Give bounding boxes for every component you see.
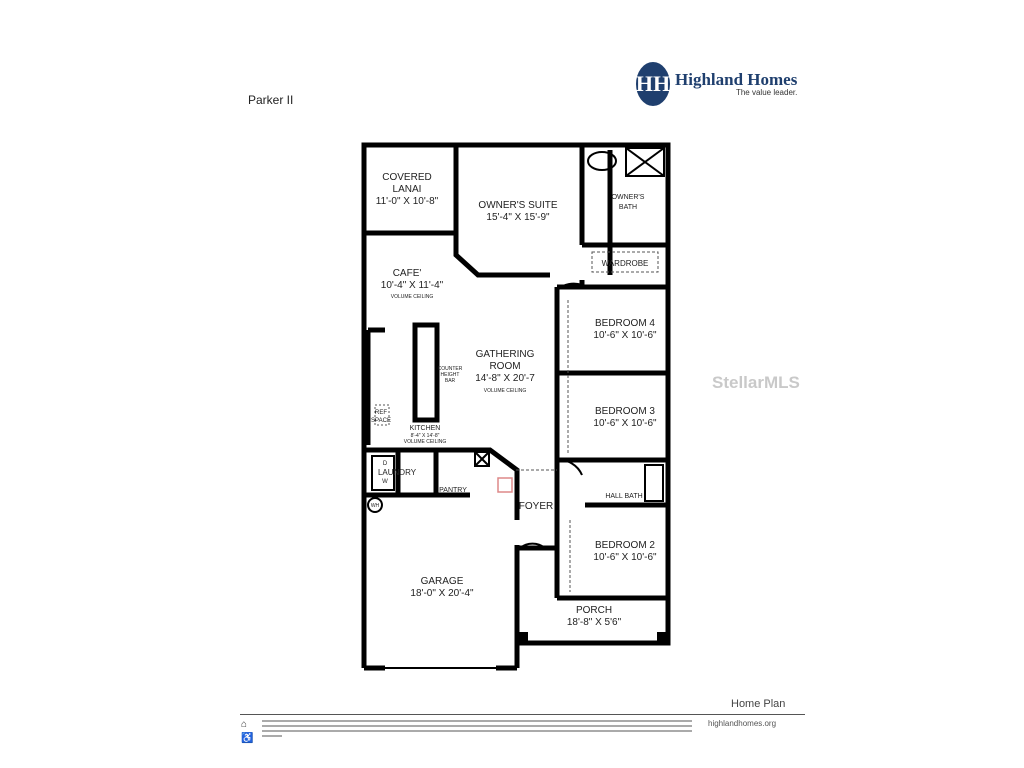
laundry-label: LAUNDRY: [378, 468, 417, 477]
ref-label: REF: [375, 410, 387, 416]
wardrobe-label: WARDROBE: [602, 259, 649, 268]
cafe-label: CAFE': [393, 268, 422, 279]
gathering-size: 14'-8" X 20'-7: [475, 373, 535, 384]
owners-bath-label: OWNER'S: [612, 194, 645, 201]
owners-suite-size: 15'-4" X 15'-9": [486, 212, 550, 223]
logo-monogram: HH: [636, 62, 670, 106]
bedroom4-size: 10'-6" X 10'-6": [593, 330, 657, 341]
washer-label: W: [382, 479, 388, 485]
owners-bath-label-2: BATH: [619, 204, 637, 211]
website-link[interactable]: highlandhomes.org: [708, 719, 777, 728]
footer-divider: [240, 714, 805, 715]
water-heater-label: WH: [371, 503, 380, 509]
bedroom4-label: BEDROOM 4: [595, 318, 655, 329]
cafe-size: 10'-4" X 11'-4": [381, 280, 444, 291]
fixtures: [367, 147, 666, 643]
foyer-label: FOYER: [519, 501, 553, 512]
disclaimer-text: [262, 720, 692, 740]
bedroom2-label: BEDROOM 2: [595, 540, 655, 551]
dryer-label: D: [383, 461, 388, 467]
counter-label: COUNTER: [438, 366, 463, 372]
cafe-note: VOLUME CEILING: [391, 294, 434, 300]
counter-label-3: BAR: [445, 378, 456, 384]
bedroom3-label: BEDROOM 3: [595, 406, 655, 417]
bedroom3-size: 10'-6" X 10'-6": [593, 418, 657, 429]
counter-label-2: HEIGHT: [441, 372, 460, 378]
footer-title: Home Plan: [731, 698, 786, 710]
kitchen-label: KITCHEN: [410, 425, 441, 432]
gathering-label: GATHERING: [476, 349, 535, 360]
kitchen-note: VOLUME CEILING: [404, 439, 447, 445]
plan-name: Parker II: [248, 93, 294, 107]
equal-housing-icon: ⌂: [241, 719, 248, 730]
walls: [361, 142, 671, 671]
bedroom2-size: 10'-6" X 10'-6": [593, 552, 657, 563]
watermark: StellarMLS: [712, 373, 800, 392]
lanai-label: COVERED: [382, 172, 431, 183]
gathering-note: VOLUME CEILING: [484, 388, 527, 394]
lanai-size: 11'-0" X 10'-8": [376, 196, 439, 207]
gathering-label-2: ROOM: [489, 361, 520, 372]
owners-suite-label: OWNER'S SUITE: [478, 200, 557, 211]
logo-brand: Highland Homes: [675, 70, 798, 89]
room-labels: COVERED LANAI 11'-0" X 10'-8" OWNER'S SU…: [371, 172, 657, 628]
accessibility-icon: ♿: [241, 733, 254, 744]
highland-homes-logo: HH Highland Homes The value leader.: [636, 62, 797, 106]
garage-size: 18'-0" X 20'-4": [410, 588, 474, 599]
garage-label: GARAGE: [421, 576, 464, 587]
porch-label: PORCH: [576, 605, 612, 616]
porch-size: 18'-8" X 5'6": [567, 617, 622, 628]
ref-label-2: SPACE: [371, 418, 391, 424]
pantry-label: PANTRY: [439, 487, 467, 494]
logo-tagline: The value leader.: [735, 88, 798, 97]
lanai-label-2: LANAI: [393, 184, 422, 195]
hall-bath-label: HALL BATH: [605, 493, 642, 500]
kitchen-size: 8'-4" X 14'-8": [411, 433, 440, 439]
